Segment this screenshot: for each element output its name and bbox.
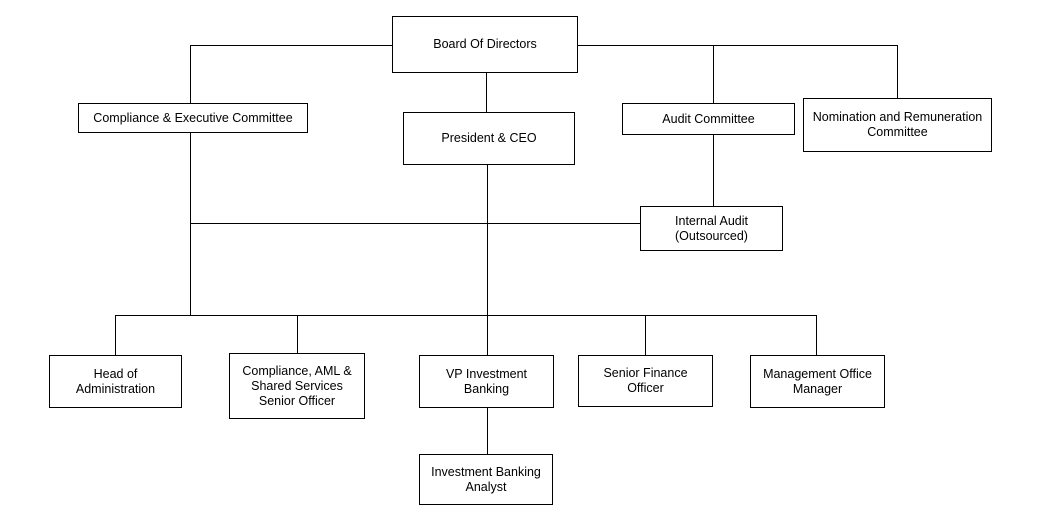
connector-board-right-horizontal (578, 45, 897, 46)
node-investment-banking-analyst: Investment Banking Analyst (419, 454, 553, 505)
node-vp-investment-banking-label: VP Investment Banking (445, 366, 528, 396)
node-nomination-remuneration-committee-label: Nomination and Remuneration Committee (812, 110, 983, 139)
connector-down-to-audit (713, 45, 714, 103)
connector-vp-to-analyst (487, 408, 488, 454)
node-compliance-executive-committee-label: Compliance & Executive Committee (93, 110, 293, 125)
connector-down-to-senior-finance (645, 315, 646, 355)
node-president-ceo-label: President & CEO (441, 131, 537, 145)
connector-compliance-exec-to-bus (190, 133, 191, 315)
connector-down-to-nomination (897, 45, 898, 98)
node-audit-committee: Audit Committee (622, 103, 795, 135)
node-vp-investment-banking: VP Investment Banking (419, 355, 554, 408)
connector-president-to-vp (487, 165, 488, 355)
connector-down-to-compliance-aml (297, 315, 298, 353)
connector-audit-to-internal-audit (713, 135, 714, 206)
node-management-office-manager: Management Office Manager (750, 355, 885, 408)
connector-board-to-president (486, 73, 487, 112)
connector-bottom-bus (115, 315, 816, 316)
node-compliance-aml-shared-services-label: Compliance, AML & Shared Services Senior… (242, 363, 352, 408)
node-compliance-aml-shared-services: Compliance, AML & Shared Services Senior… (229, 353, 365, 419)
node-senior-finance-officer: Senior Finance Officer (578, 355, 713, 407)
node-compliance-executive-committee: Compliance & Executive Committee (78, 103, 308, 133)
node-internal-audit-label: Internal Audit (Outsourced) (675, 213, 748, 243)
node-head-of-administration: Head of Administration (49, 355, 182, 408)
node-nomination-remuneration-committee: Nomination and Remuneration Committee (803, 98, 992, 152)
node-board-of-directors: Board Of Directors (392, 16, 578, 73)
connector-down-to-mgmt-office (816, 315, 817, 355)
connector-down-to-compliance-exec (190, 45, 191, 103)
connector-board-left-horizontal (190, 45, 393, 46)
connector-down-to-head-admin (115, 315, 116, 355)
node-management-office-manager-label: Management Office Manager (763, 366, 872, 396)
node-audit-committee-label: Audit Committee (662, 111, 755, 126)
node-investment-banking-analyst-label: Investment Banking Analyst (431, 464, 541, 494)
connector-to-internal-audit-horizontal (190, 223, 640, 224)
node-senior-finance-officer-label: Senior Finance Officer (603, 366, 688, 395)
node-president-ceo: President & CEO (403, 112, 575, 165)
node-board-of-directors-label: Board Of Directors (433, 37, 537, 51)
node-head-of-administration-label: Head of Administration (75, 366, 156, 396)
node-internal-audit: Internal Audit (Outsourced) (640, 206, 783, 251)
